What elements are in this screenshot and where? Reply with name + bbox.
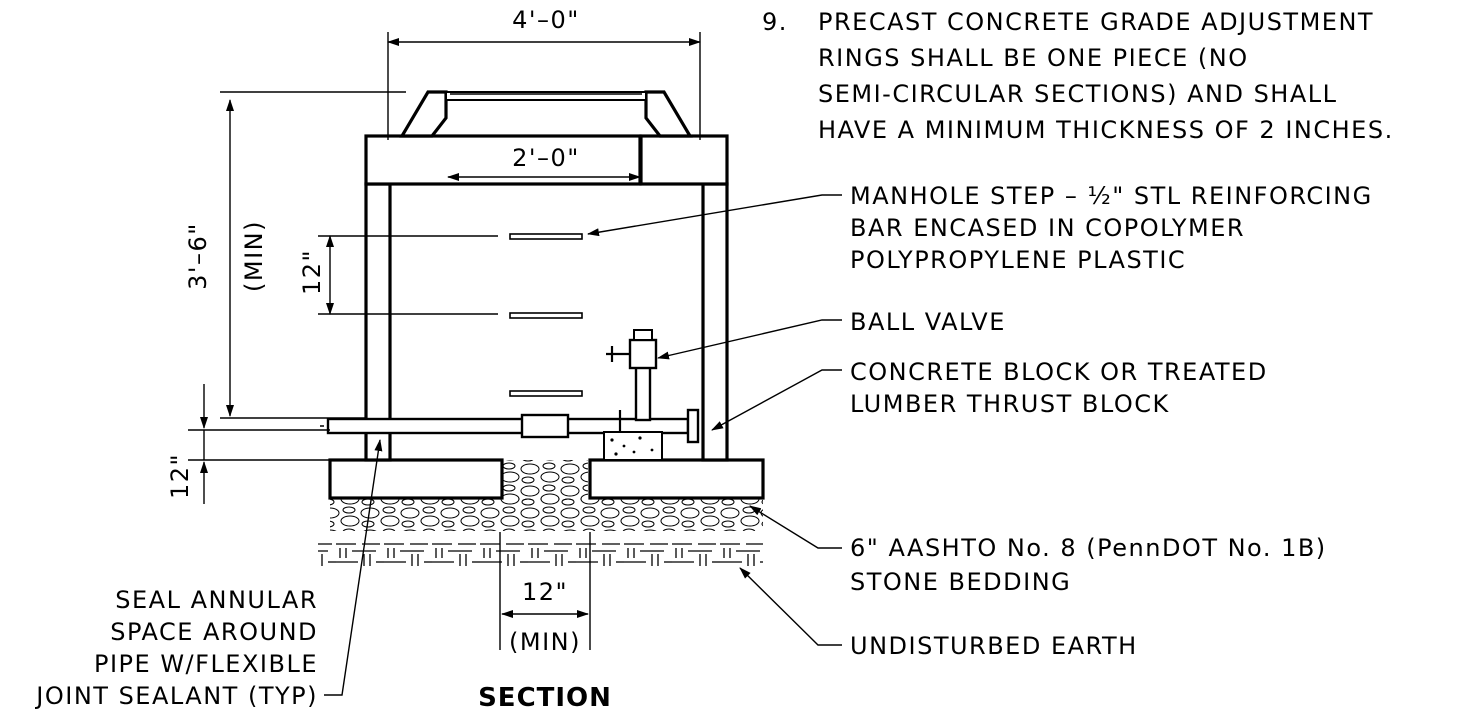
manhole-step-line-1: MANHOLE STEP – ½" STL REINFORCING bbox=[850, 182, 1373, 210]
undisturbed-earth-hatch bbox=[318, 530, 763, 570]
dim-height-min: (MIN) bbox=[240, 220, 268, 292]
stone-bedding-line-2: STONE BEDDING bbox=[850, 568, 1071, 596]
left-top-slab-fill bbox=[368, 138, 638, 182]
main-pipe bbox=[326, 417, 690, 435]
seal-line-1: SEAL ANNULAR bbox=[115, 586, 318, 614]
manhole-step-1 bbox=[509, 233, 583, 240]
note-9-number: 9. bbox=[762, 8, 788, 36]
dim-bottom-12: 12" bbox=[522, 578, 568, 606]
note-9-line-2: RINGS SHALL BE ONE PIECE (NO bbox=[818, 44, 1249, 72]
dim-step-spacing: 12" bbox=[298, 249, 326, 295]
note-9-line-4: HAVE A MINIMUM THICKNESS OF 2 INCHES. bbox=[818, 116, 1394, 144]
callout-ball-valve: BALL VALVE bbox=[850, 308, 1006, 336]
manhole-step-line-2: BAR ENCASED IN COPOLYMER bbox=[850, 214, 1245, 242]
section-title: SECTION bbox=[478, 683, 612, 713]
manhole-lid bbox=[445, 91, 647, 101]
right-wall bbox=[701, 182, 729, 462]
leaders bbox=[324, 194, 842, 696]
seal-line-2: SPACE AROUND bbox=[110, 618, 318, 646]
callout-stone-bedding: 6" AASHTO No. 8 (PennDOT No. 1B) STONE B… bbox=[850, 534, 1327, 596]
callout-seal-annular: SEAL ANNULAR SPACE AROUND PIPE W/FLEXIBL… bbox=[34, 586, 318, 710]
right-footing bbox=[588, 458, 765, 500]
thrust-block-line-2: LUMBER THRUST BLOCK bbox=[850, 390, 1170, 418]
callout-undisturbed-earth: UNDISTURBED EARTH bbox=[850, 632, 1138, 660]
seal-line-3: PIPE W/FLEXIBLE bbox=[94, 650, 318, 678]
callout-thrust-block: CONCRETE BLOCK OR TREATED LUMBER THRUST … bbox=[850, 358, 1268, 418]
right-top-slab bbox=[639, 134, 729, 186]
dim-top-width: 4'–0" bbox=[512, 6, 580, 34]
stone-bedding-line-1: 6" AASHTO No. 8 (PennDOT No. 1B) bbox=[850, 534, 1327, 562]
thrust-block-speckle bbox=[610, 436, 654, 456]
dim-opening-width: 2'–0" bbox=[512, 144, 580, 172]
note-9: 9. PRECAST CONCRETE GRADE ADJUSTMENT RIN… bbox=[762, 8, 1394, 144]
left-frame bbox=[399, 90, 448, 138]
note-9-line-1: PRECAST CONCRETE GRADE ADJUSTMENT bbox=[818, 8, 1374, 36]
left-footing bbox=[328, 458, 504, 500]
manhole-step-3 bbox=[509, 390, 583, 397]
ball-valve-body bbox=[628, 338, 658, 370]
manhole-step-2 bbox=[509, 312, 583, 319]
thrust-block-line-1: CONCRETE BLOCK OR TREATED bbox=[850, 358, 1268, 386]
manhole-step-line-3: POLYPROPYLENE PLASTIC bbox=[850, 246, 1186, 274]
right-frame bbox=[644, 90, 693, 138]
dim-base-12: 12" bbox=[166, 453, 194, 499]
thrust-block bbox=[603, 431, 663, 461]
callout-manhole-step: MANHOLE STEP – ½" STL REINFORCING BAR EN… bbox=[850, 182, 1373, 274]
dimensions bbox=[188, 32, 701, 650]
seal-line-4: JOINT SEALANT (TYP) bbox=[34, 682, 318, 710]
note-9-line-3: SEMI-CIRCULAR SECTIONS) AND SHALL bbox=[818, 80, 1338, 108]
dim-bottom-min: (MIN) bbox=[509, 628, 581, 656]
pipe-coupling bbox=[520, 413, 570, 439]
pipe-end-cap bbox=[686, 408, 700, 444]
gravel-between-footings bbox=[502, 460, 588, 500]
dim-height: 3'–6" bbox=[184, 222, 212, 290]
stone-bedding-hatch bbox=[330, 498, 763, 531]
